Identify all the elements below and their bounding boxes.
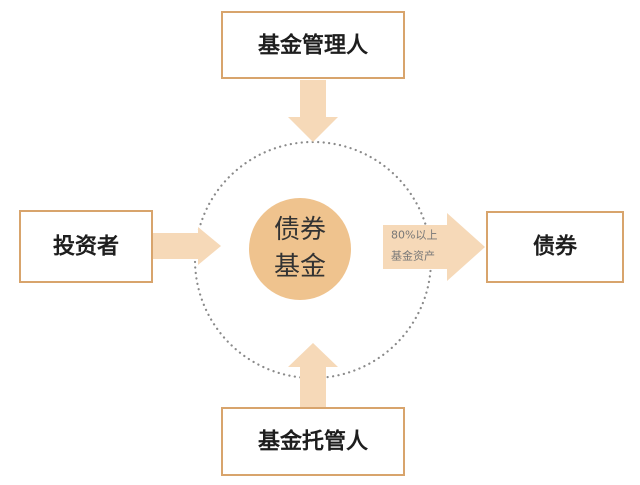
investor-label: 投资者 xyxy=(53,235,119,260)
arrow-investor-to-fund xyxy=(153,227,221,265)
center-label-line1: 债券 xyxy=(274,215,326,245)
fund-manager-box xyxy=(221,11,405,79)
bonds-box xyxy=(486,211,624,283)
node-bond-fund: 债券 基金 xyxy=(249,198,351,300)
arrow-fund-to-bonds xyxy=(383,213,485,281)
edge-label-line1: 80%以上 xyxy=(391,229,437,242)
edge-label-fund-to-bonds: 80%以上 基金资产 xyxy=(391,229,437,263)
node-fund-manager: 基金管理人 xyxy=(221,11,405,79)
fund-custodian-box xyxy=(221,407,405,476)
investor-box xyxy=(19,210,153,283)
node-investor: 投资者 xyxy=(19,210,153,283)
center-label-line2: 基金 xyxy=(274,252,326,282)
center-disc xyxy=(249,198,351,300)
arrow-manager-to-fund xyxy=(288,80,338,142)
node-fund-custodian: 基金托管人 xyxy=(221,407,405,476)
fund-custodian-label: 基金托管人 xyxy=(258,429,368,455)
fund-manager-label: 基金管理人 xyxy=(258,33,368,59)
bonds-label: 债券 xyxy=(533,234,578,260)
edge-label-line2: 基金资产 xyxy=(391,249,435,263)
node-bonds: 债券 xyxy=(486,211,624,283)
arrow-custodian-to-fund xyxy=(288,343,338,408)
